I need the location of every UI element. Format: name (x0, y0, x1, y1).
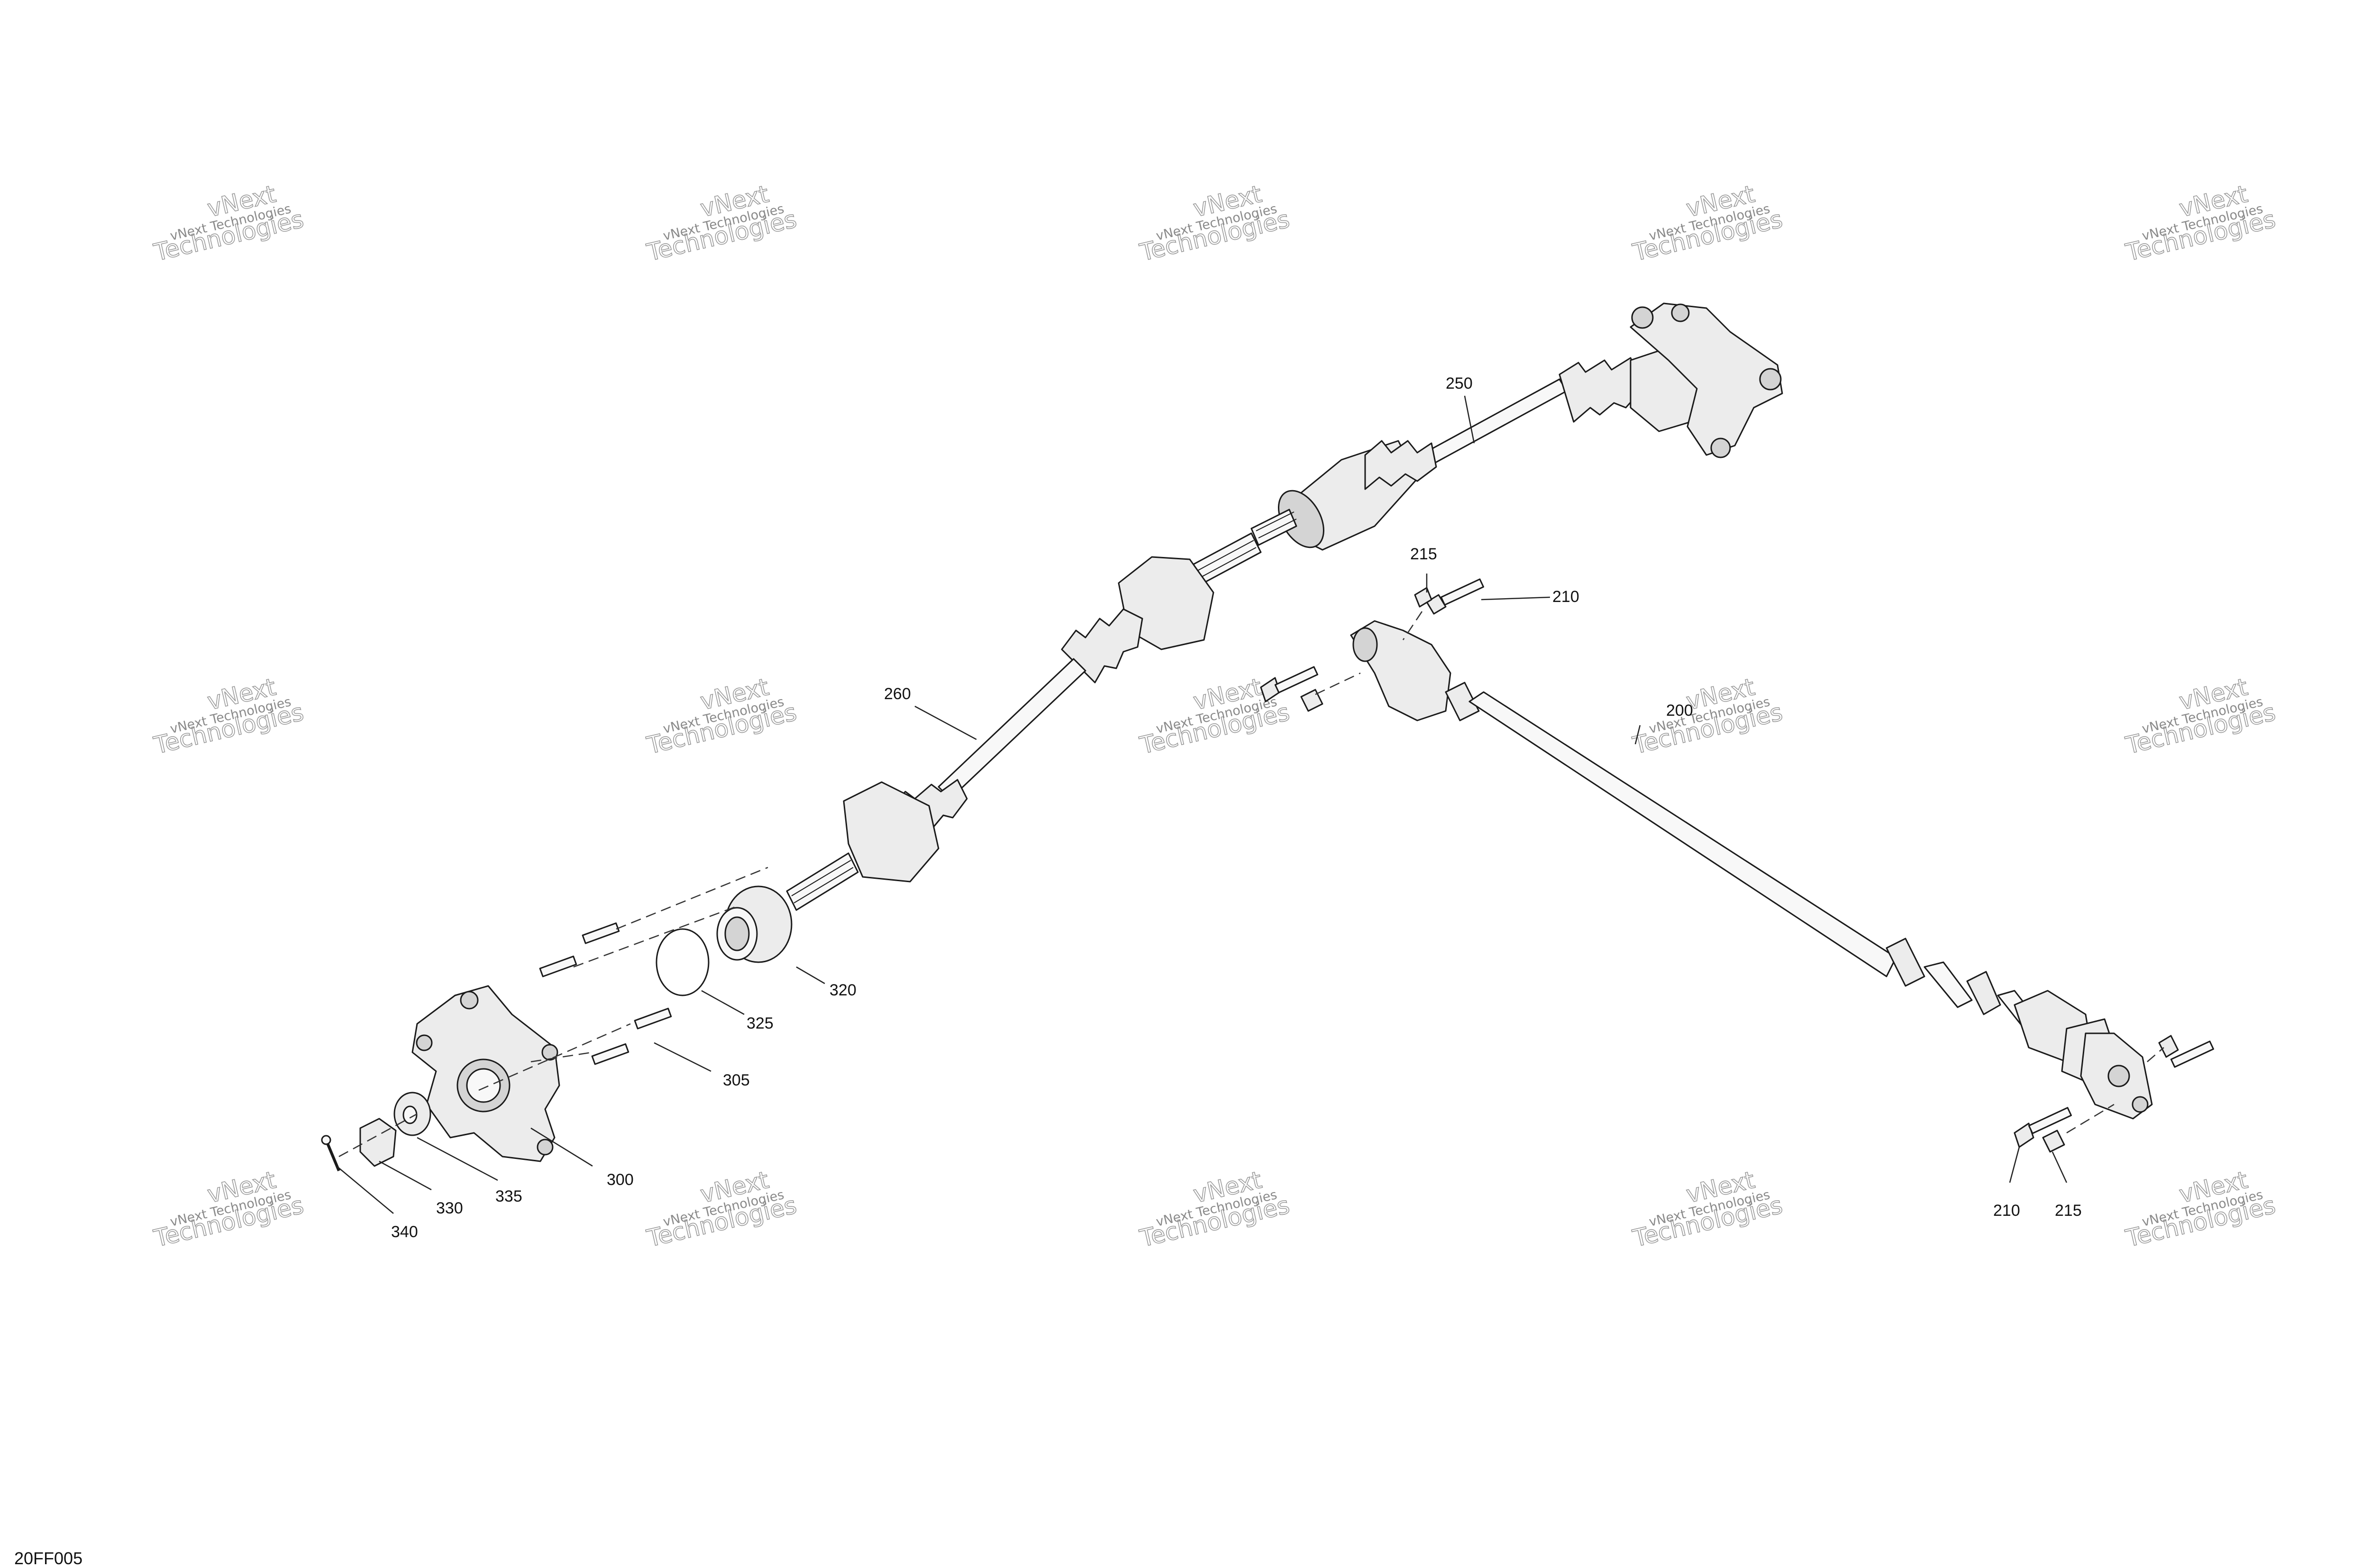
callout-335: 335 (495, 1187, 522, 1205)
callout-250: 250 (1446, 374, 1473, 392)
callout-330: 330 (436, 1199, 463, 1217)
callout-300: 300 (607, 1171, 634, 1189)
callout-200: 200 (1666, 702, 1693, 720)
drive-shaft-250 (1250, 302, 1783, 551)
callout-305: 305 (723, 1071, 750, 1089)
propeller-shaft-200 (1350, 620, 2153, 1120)
drive-shaft-260 (786, 532, 1262, 911)
drawing-id: 20FF005 (14, 1549, 82, 1568)
washer-335 (393, 1092, 431, 1136)
callout-215-upper: 215 (1410, 545, 1437, 563)
bearing-320 (716, 885, 793, 963)
leader-lines (336, 395, 2068, 1214)
callout-215-lower: 215 (2055, 1202, 2082, 1220)
fasteners-lower (2014, 1035, 2215, 1153)
callout-340: 340 (391, 1223, 418, 1241)
callout-210-upper: 210 (1552, 588, 1579, 606)
cotter-pin-340 (321, 1135, 340, 1172)
stud-bolts-305 (478, 866, 768, 1091)
castle-nut-330 (359, 1118, 397, 1167)
callout-260: 260 (884, 685, 911, 703)
callout-325: 325 (747, 1014, 774, 1032)
retaining-ring-325 (656, 928, 710, 996)
callouts: 250 260 215 210 200 320 325 305 300 335 … (391, 374, 2082, 1241)
callout-210-lower: 210 (1993, 1202, 2020, 1220)
callout-320: 320 (830, 981, 857, 999)
wheel-hub-300 (411, 985, 560, 1162)
